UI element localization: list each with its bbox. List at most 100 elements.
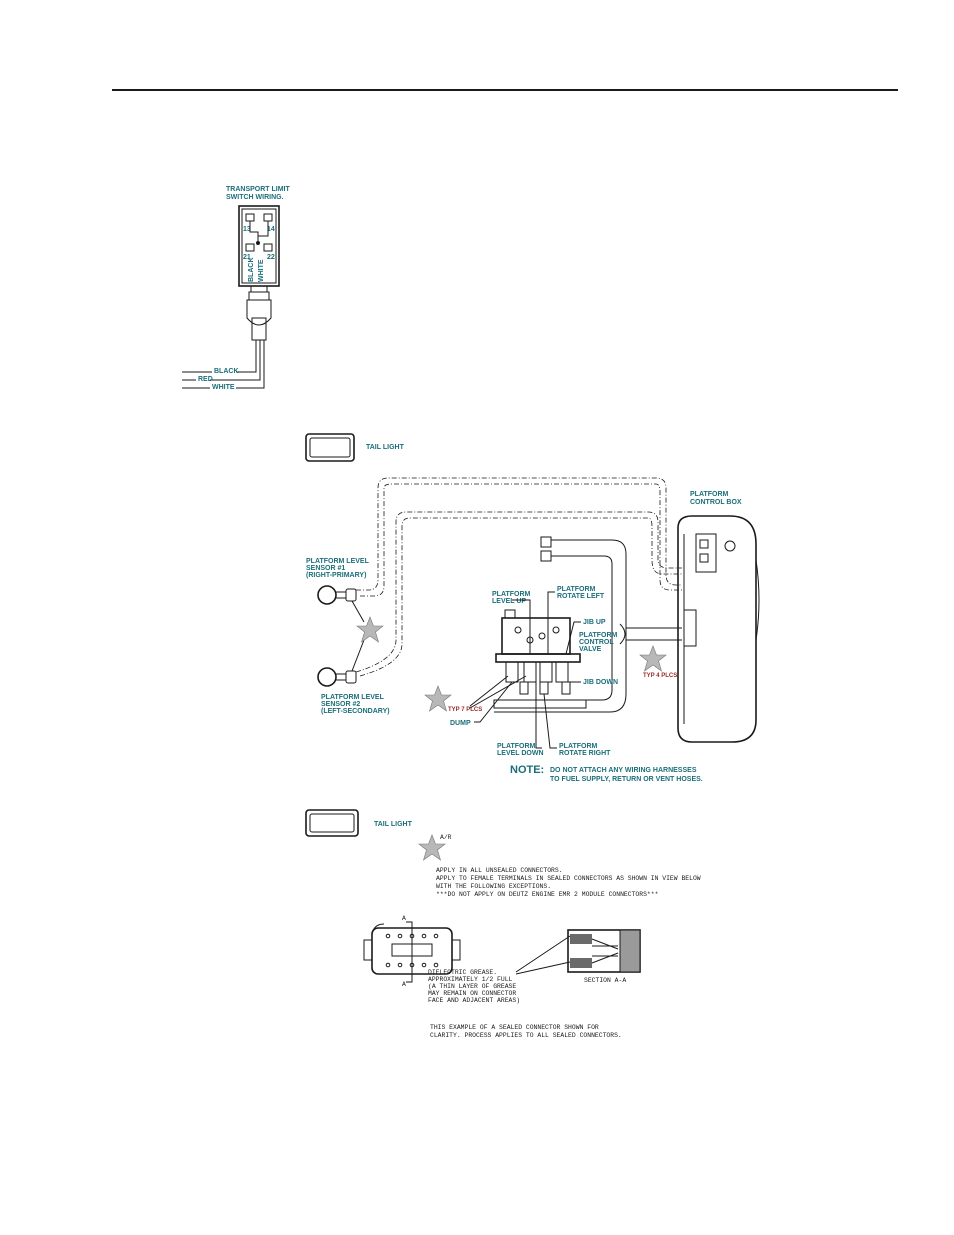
switch-title-line2: SWITCH WIRING. — [226, 194, 284, 201]
term-14-label: 14 — [267, 226, 275, 233]
section-view-terminal-bottom — [570, 958, 592, 968]
harness-run-inner — [355, 511, 682, 673]
valve-label-line3: VALVE — [579, 646, 602, 653]
switch-title-line1: TRANSPORT LIMIT — [226, 186, 290, 193]
level-down-leader — [535, 682, 542, 749]
control-box-label-line2: CONTROL BOX — [690, 499, 742, 506]
solenoid-lead-1 — [519, 681, 529, 695]
wire-white-label: WHITE — [212, 384, 235, 391]
connector-latch-left — [363, 939, 373, 961]
harness-run-outer — [356, 477, 682, 591]
rotate-right-leader — [543, 693, 557, 749]
connector-pins — [385, 933, 439, 968]
switch-internal-wiring — [249, 221, 269, 244]
term-13-label: 13 — [243, 226, 251, 233]
harness-run-inner-b — [359, 517, 682, 677]
connector-latch-right — [451, 939, 461, 961]
tail-light-symbol — [305, 433, 355, 462]
solenoid-2 — [523, 661, 537, 683]
transport-limit-switch: TRANSPORT LIMIT SWITCH WIRING. 13 14 21 … — [182, 186, 290, 391]
valve-port-3 — [538, 632, 546, 640]
typ7-label: TYP 7 PLCS — [448, 707, 482, 713]
section-view-seal — [619, 929, 641, 973]
wire-black-label-bg — [212, 366, 236, 375]
connector-footer-line1: THIS EXAMPLE OF A SEALED CONNECTOR SHOWN… — [430, 1024, 599, 1031]
valve-block — [501, 617, 571, 655]
platform-level-sensor-1 — [317, 585, 357, 605]
solenoid-4 — [555, 661, 569, 683]
level-down-label-line1: PLATFORM — [497, 743, 536, 750]
terminal-14 — [263, 213, 273, 222]
platform-control-box: PLATFORM CONTROL BOX — [677, 491, 760, 743]
sensor-2-stem — [336, 673, 346, 681]
control-box-connector-b — [699, 553, 709, 563]
sensor1-label-line1: PLATFORM LEVEL — [306, 558, 370, 565]
tail-light-legend-top: TAIL LIGHT — [305, 433, 405, 462]
pin — [409, 962, 415, 968]
typ7-leaders — [469, 675, 527, 709]
tail-light-label-lower: TAIL LIGHT — [374, 821, 413, 828]
level-up-leader — [512, 599, 531, 654]
valve-top-fitting — [504, 609, 516, 619]
section-mark-top: A — [402, 915, 406, 922]
solenoid-lead-2 — [539, 681, 549, 695]
wire-white — [182, 340, 265, 389]
sensor-1-body — [317, 585, 337, 605]
control-box-connector-panel — [695, 533, 717, 573]
sensor1-label-line3: (RIGHT-PRIMARY) — [306, 572, 366, 579]
fuel-hose-inner — [551, 555, 613, 701]
wire-black-label: BLACK — [214, 368, 239, 375]
typ4-label: TYP 4 PLCS — [643, 673, 677, 679]
sensor-2-body — [317, 667, 337, 687]
fuel-fitting-top — [540, 536, 552, 548]
switch-nut — [248, 291, 270, 301]
cross-tube — [626, 627, 682, 641]
rotate-left-label-line1: PLATFORM — [557, 586, 596, 593]
grease-line2: APPROXIMATELY 1/2 FULL — [428, 976, 513, 983]
sealed-connector-example: A A — [363, 915, 641, 1039]
grease-star-sensors — [356, 616, 384, 643]
tail-light-label: TAIL LIGHT — [366, 444, 405, 451]
switch-inner-black: BLACK — [248, 258, 255, 283]
platform-control-valve — [493, 609, 587, 709]
pin — [409, 933, 415, 939]
legend-star-tag: A/R — [440, 834, 452, 841]
pin — [421, 933, 427, 939]
wire-red-label-bg — [196, 374, 210, 383]
section-label: SECTION A-A — [584, 977, 626, 984]
pin — [421, 962, 427, 968]
switch-contact — [256, 241, 260, 245]
tail-light-symbol-lower — [305, 809, 359, 837]
switch-neck — [250, 285, 268, 293]
level-up-label-line2: LEVEL UP — [492, 598, 526, 605]
level-down-label-line2: LEVEL DOWN — [497, 750, 544, 757]
grease-line3: (A THIN LAYER OF GREASE — [428, 983, 516, 990]
valve-manifold — [495, 653, 581, 663]
sensor2-label-line3: (LEFT-SECONDARY) — [321, 708, 390, 715]
legend-lower: TAIL LIGHT A/R APPLY IN ALL UNSEALED CON… — [305, 809, 701, 898]
note-line1: DO NOT ATTACH ANY WIRING HARNESSES — [550, 767, 697, 774]
connector-center-slot — [391, 943, 433, 957]
dump-label: DUMP — [450, 720, 471, 727]
harness-run-outer-b — [360, 483, 682, 597]
rotate-right-label-line1: PLATFORM — [559, 743, 598, 750]
legend-text-line1: APPLY IN ALL UNSEALED CONNECTORS. — [436, 867, 563, 874]
switch-face — [241, 208, 277, 284]
tail-light-inner-lower — [309, 813, 355, 833]
legend-text-line4: ***DO NOT APPLY ON DEUTZ ENGINE EMR 2 MO… — [436, 891, 659, 898]
fuel-fitting-bottom — [540, 550, 552, 562]
platform-level-sensor-2 — [317, 667, 357, 687]
terminal-13 — [245, 213, 255, 222]
sensor1-label-line2: SENSOR #1 — [306, 565, 345, 572]
note-line2: TO FUEL SUPPLY, RETURN OR VENT HOSES. — [550, 776, 703, 783]
grease-line5: FACE AND ADJACENT AREAS) — [428, 997, 520, 1004]
connector-footer-line2: CLARITY. PROCESS APPLIES TO ALL SEALED C… — [430, 1032, 622, 1039]
legend-text-line2: APPLY TO FEMALE TERMINALS IN SEALED CONN… — [436, 875, 701, 882]
valve-port-4 — [552, 626, 560, 634]
pin — [433, 962, 439, 968]
valve-label-line2: CONTROL — [579, 639, 614, 646]
solenoid-lead-3 — [561, 681, 571, 695]
terminal-21 — [245, 243, 255, 252]
section-view-contacts — [591, 938, 619, 964]
